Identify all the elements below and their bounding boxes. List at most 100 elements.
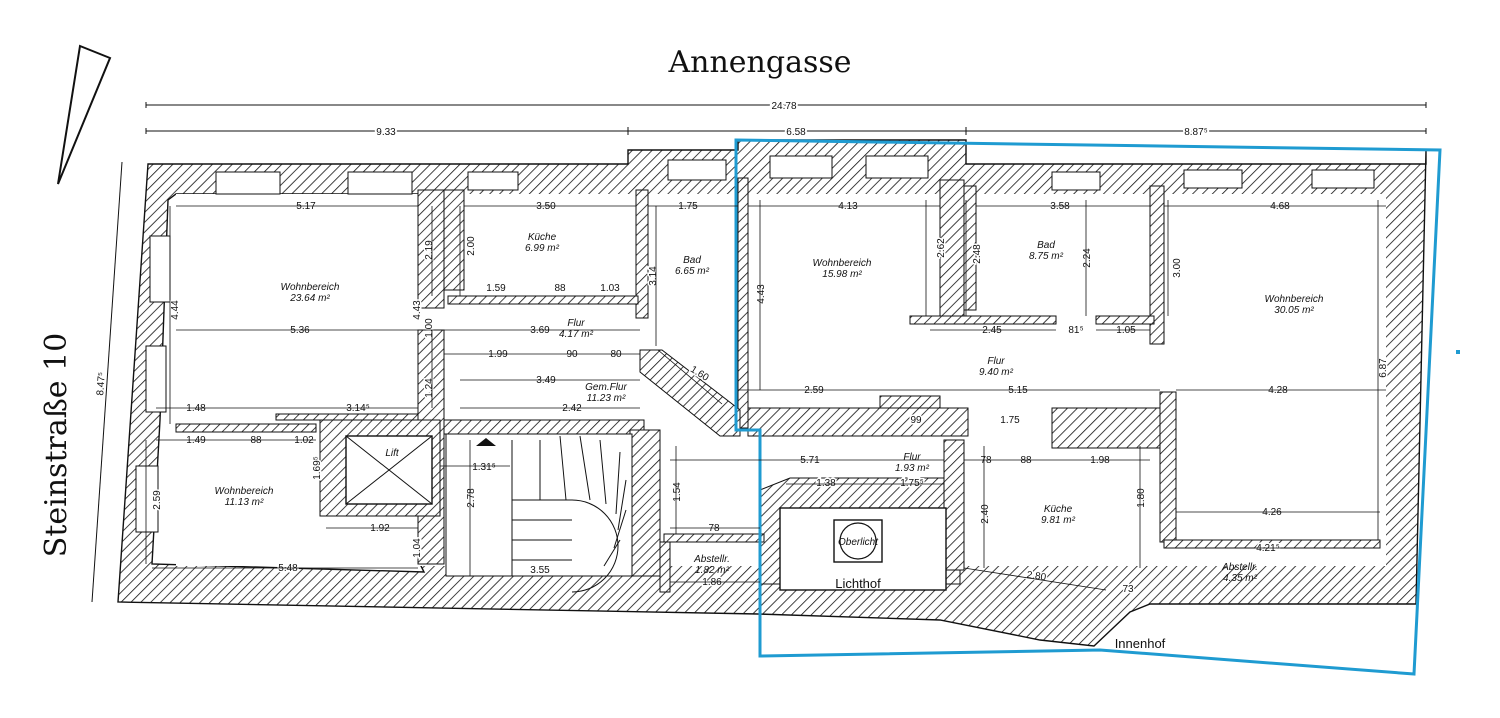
windows <box>135 155 1375 533</box>
street-annengasse: Annengasse <box>667 45 851 80</box>
room-name: Flur <box>987 356 1005 367</box>
dimension-label: 1.48 <box>186 403 206 414</box>
dimension-label: 1.75⁵ <box>900 478 924 489</box>
lichthof-label: Lichthof <box>835 576 881 591</box>
dimension-label: 2.19 <box>424 240 435 260</box>
dimension-label: 1.54 <box>672 482 683 502</box>
room-name: Wohnbereich <box>215 486 274 497</box>
dimension-label: 78 <box>708 523 720 534</box>
dimension-label: 3.14⁵ <box>346 403 370 414</box>
dimension-label: 1.05 <box>1116 325 1136 336</box>
room-name: Gem.Flur <box>585 382 627 393</box>
dimension-label: 1.24 <box>424 378 435 398</box>
room-area: 11.13 m² <box>225 497 264 508</box>
dim-seg-left: 9.33 <box>376 127 396 138</box>
dimension-label: 3.55 <box>530 565 550 576</box>
room-name: Abstellr. <box>693 554 730 565</box>
interior-dim-lines <box>145 200 1386 591</box>
dimension-label: 1.69⁵ <box>312 456 323 480</box>
dimension-label: 4.43 <box>756 284 767 304</box>
dimension-label: 4.28 <box>1268 385 1288 396</box>
lichthof: Oberlicht Lichthof <box>779 507 947 591</box>
dimension-label: 4.13 <box>838 201 858 212</box>
dimension-label: 3.69 <box>530 325 550 336</box>
room-name: Wohnbereich <box>1265 294 1324 305</box>
dimension-label: 1.00 <box>424 318 435 338</box>
dimension-label: 90 <box>566 349 578 360</box>
dim-seg-mid: 6.58 <box>786 127 806 138</box>
dim-line-left <box>91 161 123 603</box>
dimension-label: 99 <box>910 415 922 426</box>
dimension-label: 88 <box>250 435 262 446</box>
stair-arrow-icon <box>476 438 496 446</box>
dimension-label: 2.45 <box>982 325 1002 336</box>
dim-seg-right: 8.87⁵ <box>1184 127 1208 138</box>
dimension-label: 2.00 <box>466 236 477 256</box>
dimension-label: 1.86 <box>702 577 722 588</box>
dimension-label: 1.38 <box>816 478 836 489</box>
dimension-label: 1.59 <box>486 283 506 294</box>
innenhof-label: Innenhof <box>1115 636 1166 651</box>
street-steinstrasse: Steinstraße 10 <box>39 333 74 557</box>
room-name: Wohnbereich <box>281 282 340 293</box>
dimension-label: 3.58 <box>1050 201 1070 212</box>
dimension-label: 1.80 <box>1136 488 1147 508</box>
dimension-label: 2.78 <box>466 488 477 508</box>
lift-label: Lift <box>385 448 400 459</box>
dimension-label: 3.00 <box>1172 258 1183 278</box>
room-name: Wohnbereich <box>813 258 872 269</box>
room-area: 9.81 m² <box>1041 515 1076 526</box>
dimension-label: 1.03 <box>600 283 620 294</box>
room-area: 30.05 m² <box>1274 305 1314 316</box>
room-area: 23.64 m² <box>289 293 330 304</box>
dimension-label: 73 <box>1122 584 1134 595</box>
room-area: 8.75 m² <box>1029 251 1064 262</box>
dimension-label: 4.21⁵ <box>1256 543 1280 554</box>
dimension-label: 88 <box>1020 455 1032 466</box>
dimension-label: 81⁵ <box>1068 325 1083 336</box>
dimension-label: 2.24 <box>1082 248 1093 268</box>
dimension-label: 5.15 <box>1008 385 1028 396</box>
dimension-label: 80 <box>610 349 622 360</box>
room-name: Abstellr. <box>1221 562 1258 573</box>
dimension-label: 4.43 <box>412 300 423 320</box>
dimension-label: 2.40 <box>980 504 991 524</box>
lift: Lift <box>345 435 433 505</box>
dimension-label: 1.75 <box>1000 415 1020 426</box>
staircase <box>445 433 633 593</box>
dimension-label: 3.49 <box>536 375 556 386</box>
highlight-marker <box>1456 350 1460 354</box>
room-name: Flur <box>567 318 585 329</box>
dimension-label: 5.48 <box>278 563 298 574</box>
north-arrow-icon <box>57 44 112 185</box>
room-area: 6.99 m² <box>525 243 560 254</box>
dim-left-height: 8.47⁵ <box>95 372 108 396</box>
dimension-label: 1.99 <box>488 349 508 360</box>
dimension-label: 1.75 <box>678 201 698 212</box>
room-name: Küche <box>528 232 557 243</box>
dimension-label: 2.59 <box>804 385 824 396</box>
dimension-label: 1.31⁵ <box>472 462 496 473</box>
dimension-label: 6.87 <box>1378 358 1389 378</box>
dimension-label: 4.44 <box>170 300 181 320</box>
room-area: 11.23 m² <box>587 393 626 404</box>
unit-highlight-outline <box>734 138 1442 676</box>
room-area: 15.98 m² <box>822 269 862 280</box>
dimension-label: 4.68 <box>1270 201 1290 212</box>
room-area: 1.93 m² <box>895 463 930 474</box>
dimension-label: 5.36 <box>290 325 310 336</box>
room-area: 9.40 m² <box>979 367 1014 378</box>
dimension-label: 3.14 <box>648 266 659 286</box>
dimension-label: 1.02 <box>294 435 314 446</box>
room-area: 1.82 m² <box>695 565 730 576</box>
dimension-label: 1.49 <box>186 435 206 446</box>
room-name: Küche <box>1044 504 1073 515</box>
dimension-label: 3.50 <box>536 201 556 212</box>
dimension-label: 5.71 <box>800 455 820 466</box>
dimension-label: 2.42 <box>562 403 582 414</box>
oberlicht-label: Oberlicht <box>838 537 879 548</box>
room-name: Bad <box>1037 240 1055 251</box>
